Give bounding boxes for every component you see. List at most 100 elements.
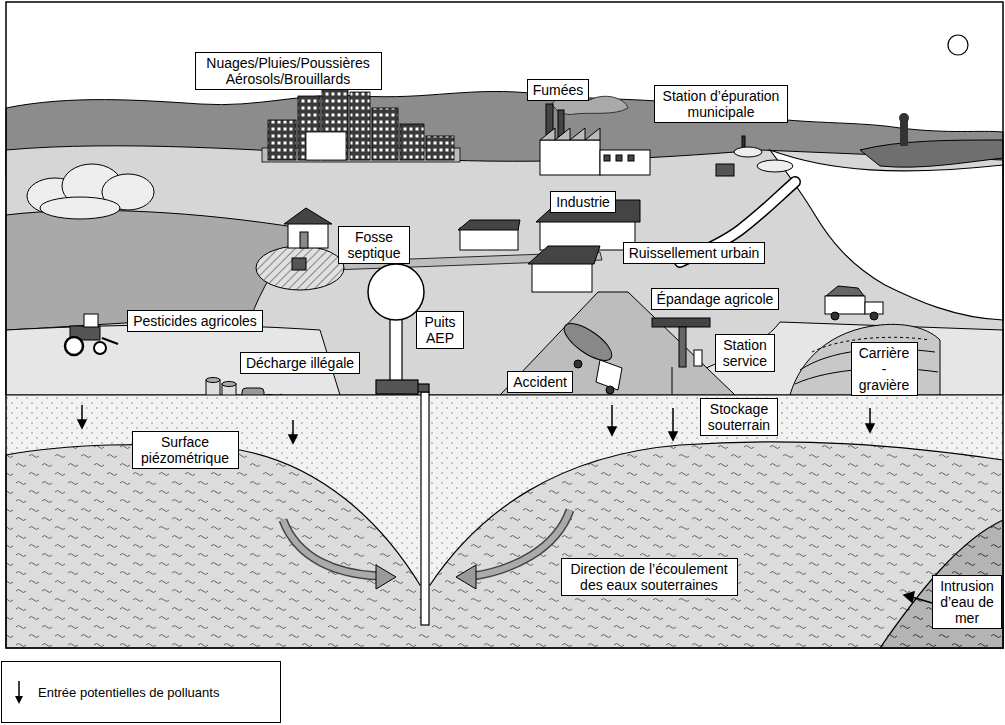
pollutant-input-arrow (611, 405, 613, 428)
trees (40, 197, 120, 219)
unsaturated-zone (6, 395, 1003, 648)
flow-arrow (474, 510, 570, 576)
callout-label: Station service (721, 337, 769, 369)
buildings (528, 246, 600, 264)
legend-arrow (18, 681, 20, 697)
well (376, 380, 418, 394)
barrels (206, 378, 220, 383)
tractor (94, 342, 106, 354)
callout-label: Direction de l’écoulement des eaux soute… (567, 561, 732, 593)
factory (628, 155, 634, 161)
tanker-truck (574, 360, 582, 368)
treatment-plant (716, 136, 793, 176)
callout-box: Ruissellement urbain (623, 242, 766, 264)
intrusion-arrow (912, 597, 932, 603)
callout-box: Pesticides agricoles (127, 310, 263, 332)
trees (27, 164, 154, 219)
sea-intrusion (880, 520, 1003, 648)
flow-arrow (474, 510, 570, 576)
pollutant-input-arrow (608, 427, 616, 435)
callout-box: Intrusion d’eau de mer (932, 575, 1002, 629)
callout-box: Fosse septique (338, 226, 410, 264)
callout-label: Pesticides agricoles (133, 313, 257, 329)
callout-label: Industrie (556, 194, 610, 210)
legend-entry: Entrée potentielles de polluants (2, 662, 280, 722)
gas-station (652, 318, 710, 406)
lighthouse (899, 113, 909, 146)
callout-box: Station d’épuration municipale (654, 85, 788, 123)
callout-box: Surface piézométrique (132, 431, 239, 469)
city (268, 120, 296, 160)
callout-box: Décharge illégale (240, 352, 360, 374)
dump-truck (825, 286, 883, 320)
city (372, 108, 398, 160)
callout-box: Accident (507, 371, 573, 393)
intrusion-arrow (904, 592, 914, 602)
buildings (532, 262, 592, 292)
factory (604, 155, 610, 161)
tanker-truck (559, 317, 617, 367)
lighthouse (900, 120, 908, 146)
factory (540, 140, 600, 175)
tractor (102, 338, 118, 344)
legend-label: Entrée potentielles de polluants (38, 685, 219, 700)
tractor (84, 314, 98, 327)
callout-box: Épandage agricole (651, 288, 780, 310)
callout-label: Station d’épuration municipale (660, 88, 782, 120)
callout-box: Station service (715, 334, 775, 372)
house (300, 232, 308, 248)
tanker-truck (606, 386, 614, 394)
legend-arrow (15, 696, 23, 704)
quarry (790, 324, 940, 395)
legend-arrow (12, 679, 26, 705)
intrusion-arrow (904, 592, 932, 603)
quarry (790, 324, 940, 395)
coast (860, 140, 1003, 167)
factory (540, 96, 650, 175)
flow-arrow (283, 520, 378, 576)
house (288, 222, 328, 248)
house (284, 208, 332, 224)
dump-truck (825, 296, 865, 314)
treatment-plant (734, 147, 762, 157)
pollutant-input-arrow (869, 408, 871, 425)
city (262, 78, 460, 162)
buildings (458, 220, 520, 230)
callout-label: Accident (513, 374, 567, 390)
callout-box: Nuages/Pluies/Poussières Aérosols/Brouil… (195, 52, 382, 90)
callout-label: Fosse septique (344, 229, 404, 261)
gas-station (694, 350, 702, 366)
lighthouse (899, 113, 909, 123)
callout-label: Carrière - gravière (857, 345, 912, 393)
callout-box: Fumées (527, 79, 590, 101)
factory (600, 150, 650, 175)
pollutant-input-arrow (289, 435, 297, 443)
callout-box: Carrière - gravière (851, 342, 918, 396)
dump-truck (870, 312, 878, 320)
pollutant-input-arrow (78, 420, 86, 428)
city (426, 136, 454, 160)
saturated-zone (6, 442, 1003, 648)
callout-label: Nuages/Pluies/Poussières Aérosols/Brouil… (201, 55, 376, 87)
pollutant-input-arrow (669, 432, 677, 440)
callout-label: Surface piézométrique (138, 434, 233, 466)
callout-label: Intrusion d’eau de mer (938, 578, 996, 626)
callout-box: Stockage souterrain (700, 398, 778, 436)
pollutant-input-arrow (866, 424, 874, 432)
gas-station (652, 318, 710, 327)
house (256, 208, 344, 290)
barrels (222, 382, 236, 387)
city (400, 124, 424, 160)
frame (6, 2, 1003, 648)
pollutant-input-arrow (672, 408, 674, 433)
buildings (458, 200, 640, 292)
buildings (460, 228, 518, 250)
flow-arrow (376, 565, 396, 589)
pollutant-input-arrow (81, 405, 83, 421)
pollutant-input-arrow (292, 420, 294, 436)
callout-label: Fumées (533, 82, 584, 98)
city (350, 92, 370, 160)
well (390, 319, 402, 381)
treatment-plant (716, 164, 734, 176)
